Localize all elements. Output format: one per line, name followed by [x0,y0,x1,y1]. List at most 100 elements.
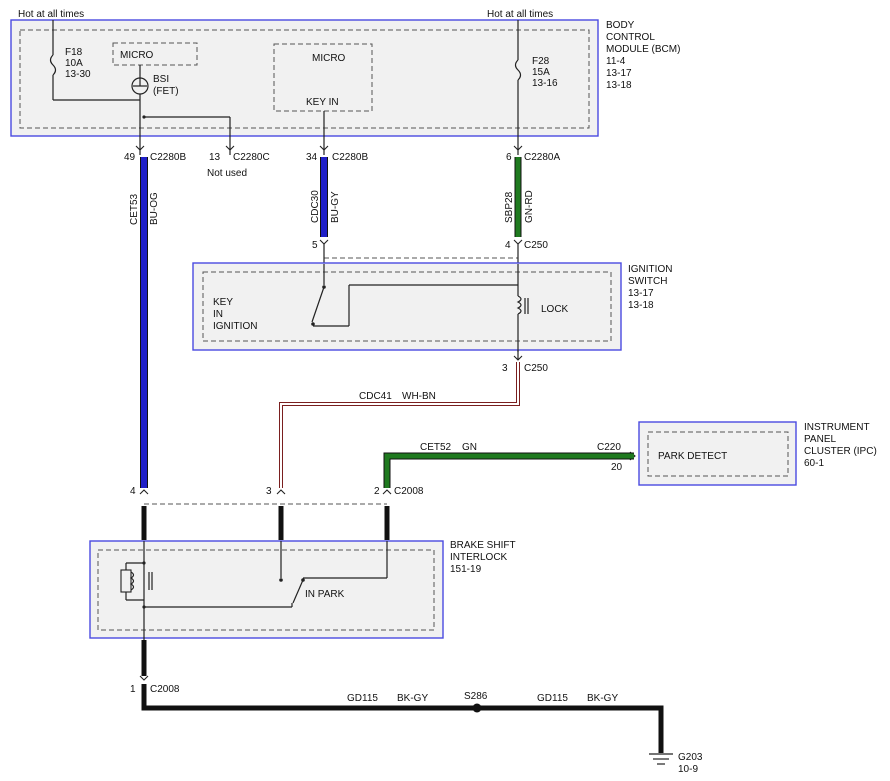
c34-pin: 34 [306,152,318,163]
bcm-title-2: CONTROL [606,32,655,43]
in-park-switch-contact [292,579,304,604]
key-label-3: IGNITION [213,321,257,332]
bcm-title-5: 13-17 [606,68,632,79]
fuse-f18-name: F18 [65,47,83,58]
ipc-inner-dash [647,431,789,477]
c13-note: Not used [207,168,247,179]
micro-center-box [273,43,373,112]
bcm-title-3: MODULE (BCM) [606,44,680,55]
ground-symbol-icon [649,753,673,765]
bsil-title-1: BRAKE SHIFT [450,540,516,551]
c2008-4-pin: 4 [130,486,136,497]
c13-name: C2280C [233,152,270,163]
gd115b-circuit: GD115 [537,693,568,704]
fuse-f18-ref: 13-30 [65,69,91,80]
ipc-title-2: PANEL [804,434,836,445]
c250-3-name: C250 [524,363,548,374]
fuse-f18-icon [49,54,57,76]
bcm-module: BODY CONTROL MODULE (BCM) 11-4 13-17 13-… [10,9,680,155]
key-in-label: KEY IN [306,97,339,108]
bcm-inner-dash [19,29,590,129]
micro-left-label: MICRO [120,50,154,61]
c250-4-name: C250 [524,240,548,251]
sbp28-color: GN-RD [524,190,535,223]
bsi-label: BSI [153,74,169,85]
c49-pin: 49 [124,152,136,163]
cdc41-circuit: CDC41 [359,391,392,402]
fuse-f18-rating: 10A [65,58,83,69]
bsil-box [89,540,444,639]
bcm-box [10,19,599,137]
bcm-title-1: BODY [606,20,635,31]
ipc-title-4: 60-1 [804,458,824,469]
ground-ref: 10-9 [678,764,698,775]
gd115a-color: BK-GY [397,693,428,704]
park-detect-label: PARK DETECT [658,451,727,462]
key-label-1: KEY [213,297,233,308]
cet52-circuit: CET52 [420,442,452,453]
power-label-right: Hot at all times [487,9,553,20]
bcm-connectors: 49 C2280B 13 C2280C Not used 34 C2280B 6… [124,145,560,179]
c34-name: C2280B [332,152,368,163]
fuse-f28-name: F28 [532,56,550,67]
gd115b-color: BK-GY [587,693,618,704]
wire-gd115 [141,684,664,753]
c250-5-pin: 5 [312,240,318,251]
c220-name: C220 [597,442,621,453]
bsil-title-2: INTERLOCK [450,552,508,563]
cdc30-circuit: CDC30 [310,190,321,223]
micro-left-box [112,42,198,66]
micro-center-label: MICRO [312,53,346,64]
ipc-title-1: INSTRUMENT [804,422,870,433]
gd115a-circuit: GD115 [347,693,378,704]
bsi-fet-label: (FET) [153,86,179,97]
ignition-title-4: 13-18 [628,300,654,311]
power-label-left: Hot at all times [18,9,84,20]
ignition-title-2: SWITCH [628,276,667,287]
ignition-title-1: IGNITION [628,264,672,275]
fuse-f28-rating: 15A [532,67,550,78]
bcm-title-6: 13-18 [606,80,632,91]
ignition-box [192,262,622,351]
bcm-title-4: 11-4 [606,56,626,67]
ground-label: G203 [678,752,703,763]
c2008-2-pin: 2 [374,486,380,497]
cet53-circuit: CET53 [129,193,140,225]
cet52-color: GN [462,442,477,453]
cdc41-color: WH-BN [402,391,436,402]
c6-pin: 6 [506,152,512,163]
ignition-switch: IGNITION SWITCH 13-17 13-18 KEY IN IGNIT… [192,262,672,352]
lock-solenoid-icon [516,295,522,315]
c250-4-pin: 4 [505,240,511,251]
in-park-label: IN PARK [305,589,345,600]
brake-shift-interlock: BRAKE SHIFT INTERLOCK 151-19 IN PARK [89,540,516,640]
c13-pin: 13 [209,152,221,163]
ignition-inner-dash [202,271,612,342]
ignition-title-3: 13-17 [628,288,654,299]
bsil-title-3: 151-19 [450,564,482,575]
wire-cet52 [384,453,634,488]
splice-label: S286 [464,691,488,702]
cdc30-color: BU-GY [330,191,341,223]
wire-cdc41 [280,362,519,488]
fuse-f28-ref: 13-16 [532,78,558,89]
bsil-inner-dash [97,549,435,631]
ipc-module: PARK DETECT INSTRUMENT PANEL CLUSTER (IP… [638,421,877,486]
c6-name: C2280A [524,152,560,163]
key-label-2: IN [213,309,223,320]
c49-name: C2280B [150,152,186,163]
ipc-title-3: CLUSTER (IPC) [804,446,877,457]
c2008-connector: 4 3 2 C2008 [130,486,424,540]
c2008-2-name: C2008 [394,486,424,497]
c2008-1-name: C2008 [150,684,180,695]
key-switch-contact [311,286,325,323]
fuse-f28-icon [514,59,522,81]
lock-label: LOCK [541,304,569,315]
splice-s286 [472,703,482,713]
sbp28-circuit: SBP28 [504,191,515,223]
c2008-3-pin: 3 [266,486,272,497]
c2008-1-pin: 1 [130,684,136,695]
cet53-color: BU-OG [149,192,160,225]
c250-3-pin: 3 [502,363,508,374]
